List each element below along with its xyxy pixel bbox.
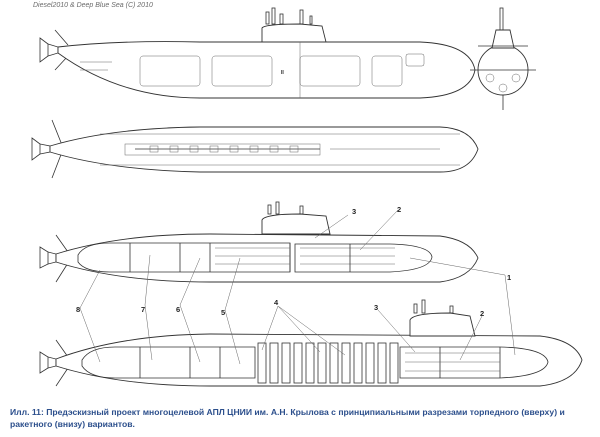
- callout-labels: 3 2 1 8 7 6 5 4 3 2: [76, 205, 511, 318]
- callout-missile-4: 4: [274, 298, 279, 307]
- callout-torpedo-1: 1: [507, 273, 511, 282]
- torpedo-variant-section: [39, 201, 479, 283]
- callout-torpedo-6: 6: [176, 305, 180, 314]
- callout-torpedo-5: 5: [221, 308, 225, 317]
- callout-torpedo-8: 8: [76, 305, 80, 314]
- callout-missile-3: 3: [374, 303, 378, 312]
- bow-view: [470, 7, 536, 110]
- callout-missile-2: 2: [480, 309, 484, 318]
- top-view: [31, 119, 479, 179]
- side-view: II: [39, 7, 476, 99]
- credit-watermark: Diesel2010 & Deep Blue Sea (C) 2010: [33, 2, 153, 9]
- side-view-roman-label: II: [281, 70, 284, 76]
- deck-hatch-row: [149, 145, 299, 153]
- callout-leaders: [79, 209, 516, 365]
- figure-caption: Илл. 11: Предэскизный проект многоцелево…: [10, 407, 565, 429]
- missile-variant-section: [39, 299, 583, 387]
- callout-torpedo-2: 2: [397, 205, 401, 214]
- callout-torpedo-7: 7: [141, 305, 145, 314]
- missile-tube-bank: [257, 342, 399, 384]
- callout-torpedo-3: 3: [352, 207, 356, 216]
